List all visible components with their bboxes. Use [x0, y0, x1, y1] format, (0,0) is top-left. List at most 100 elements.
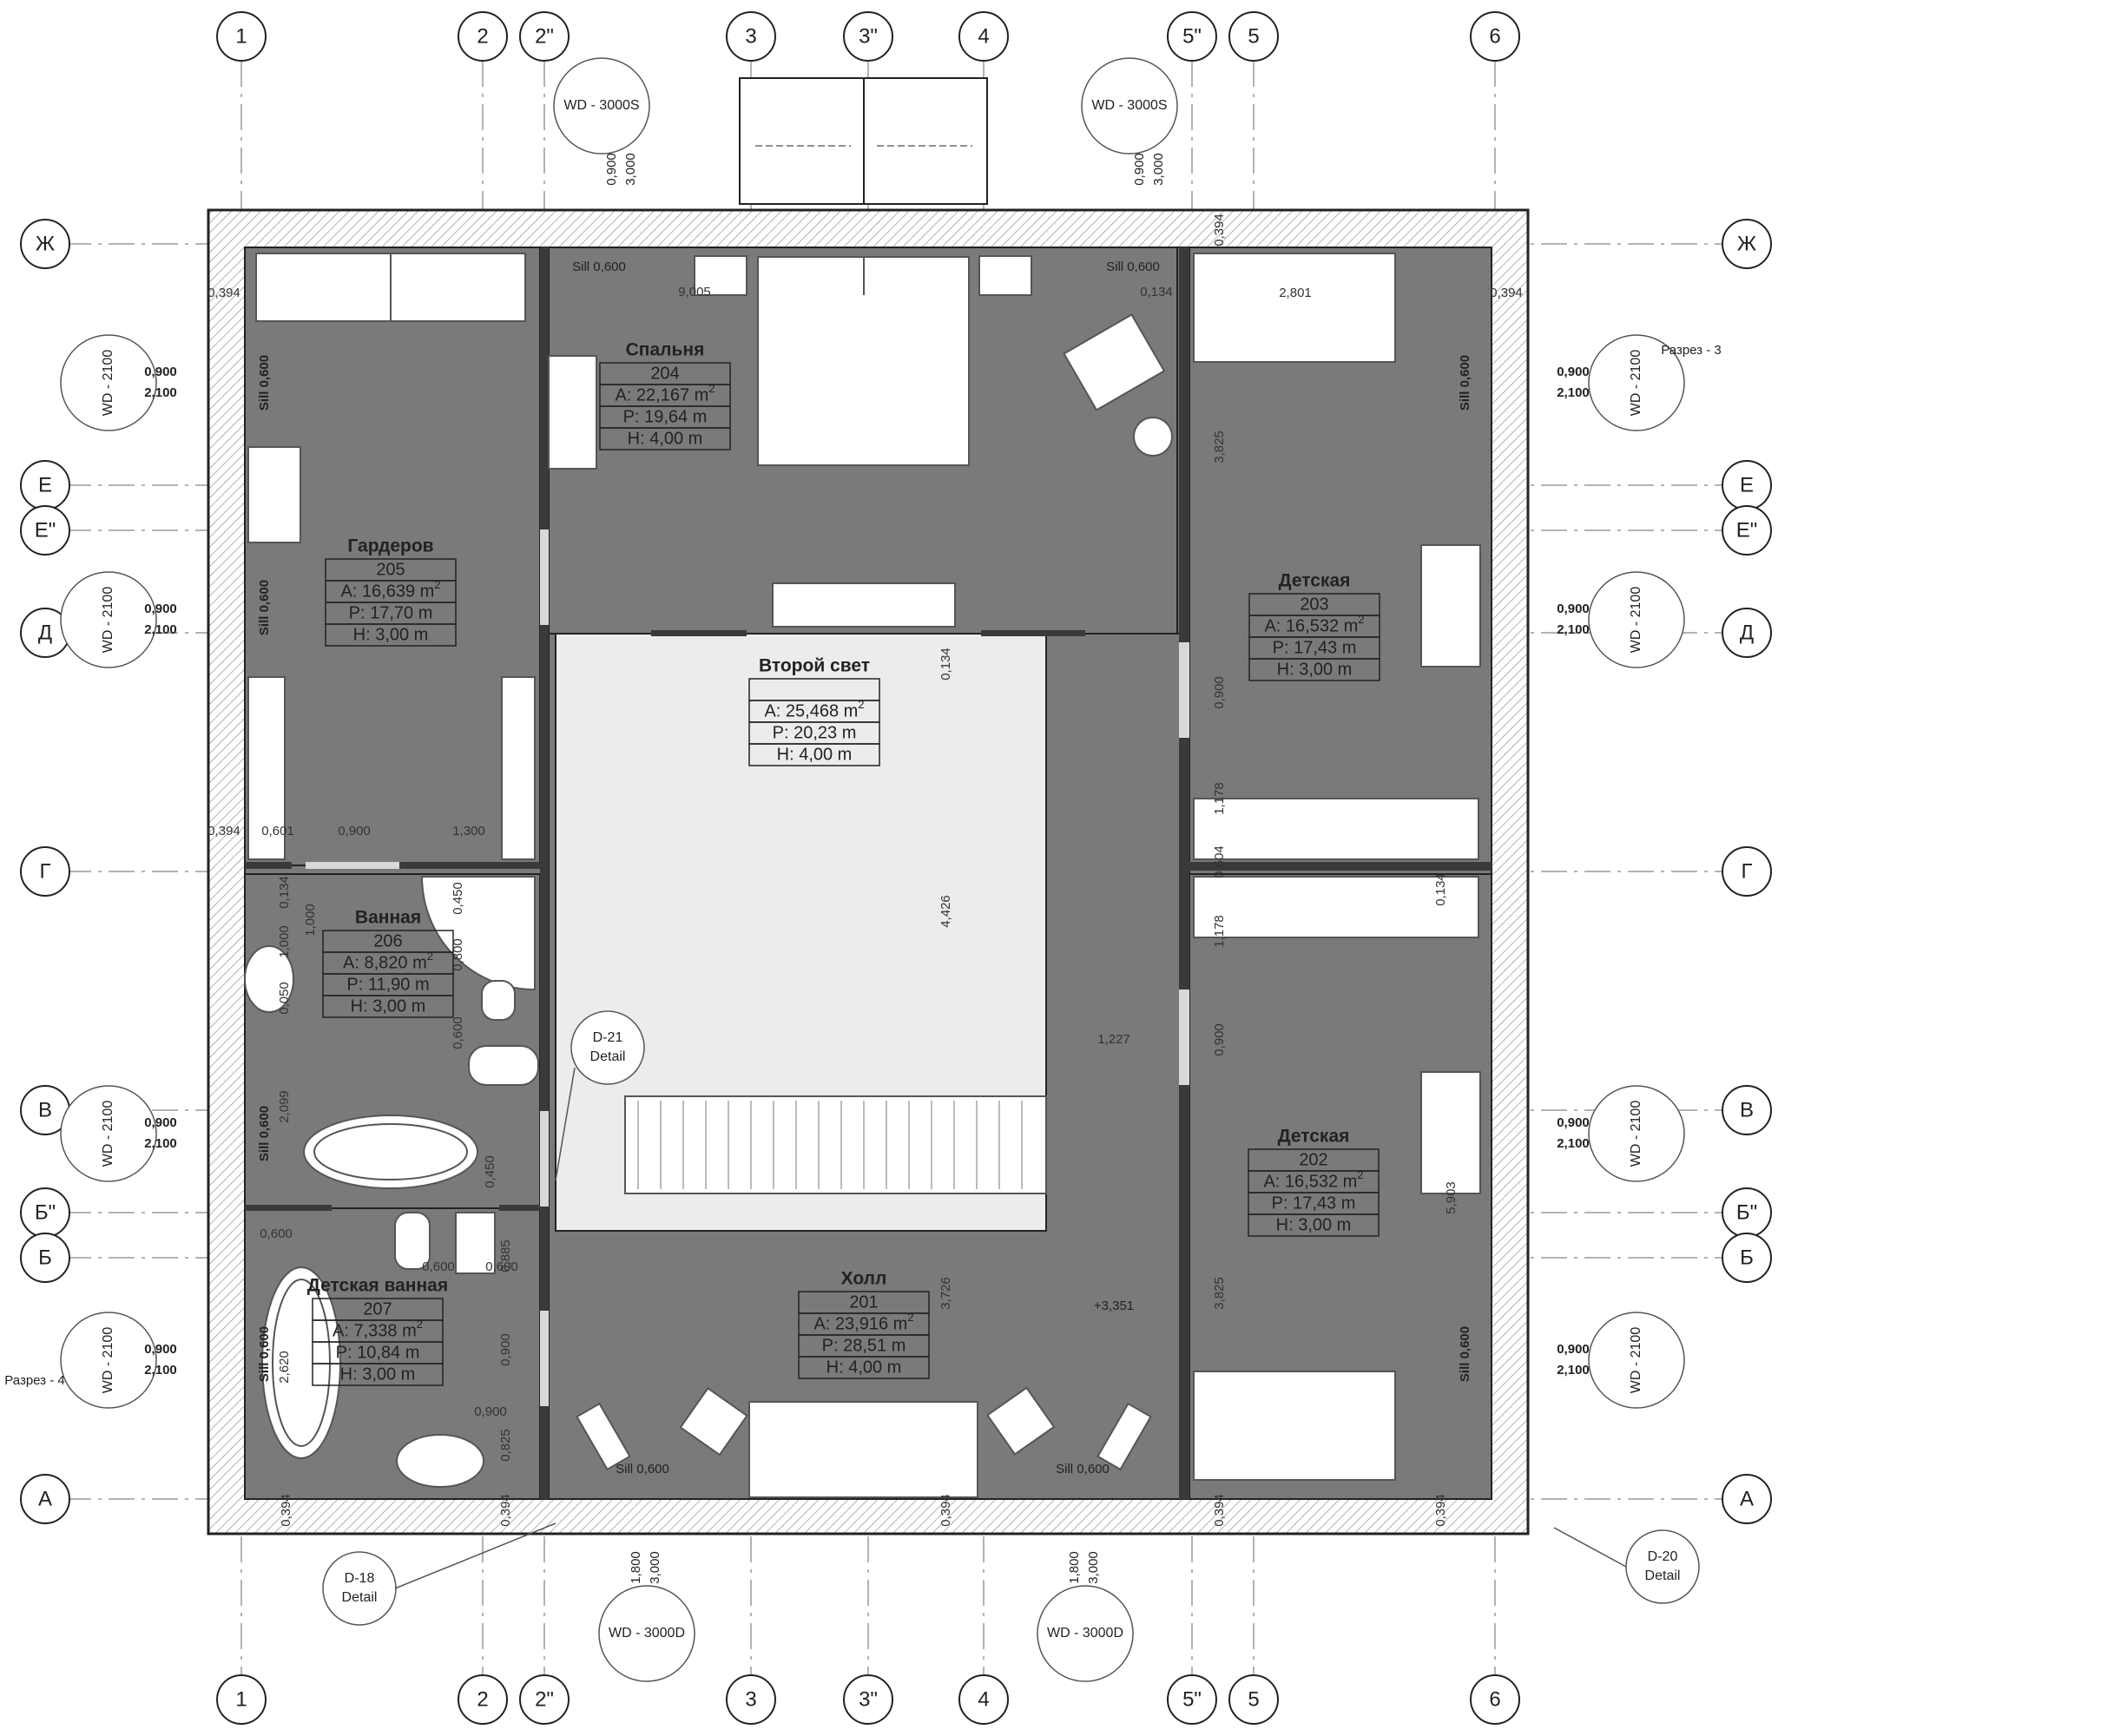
window-dim: 2,100	[144, 622, 177, 637]
dimension-text: 0,394	[207, 286, 240, 300]
toilet-206	[468, 1045, 539, 1086]
interior-walls	[245, 247, 1492, 1499]
tv-unit	[772, 582, 956, 628]
grid-bubble-left: Г	[40, 859, 51, 883]
room-table-text: P: 28,51 m	[822, 1336, 906, 1355]
hall-armchair-2	[986, 1386, 1056, 1456]
room-table-cell	[798, 1356, 930, 1379]
dimension-text: 3,825	[1212, 1277, 1227, 1310]
area-unit-sup: 2	[1358, 613, 1364, 626]
room-table-text: H: 3,00 m	[353, 625, 429, 644]
door-openings	[306, 529, 1189, 1406]
sill-label: Sill 0,600	[572, 260, 626, 274]
dimension-text: 0,900	[1212, 676, 1227, 709]
detail-callout-d20-text: Detail	[1645, 1568, 1681, 1583]
window-tag-right	[1588, 571, 1685, 668]
window-tag-left	[60, 571, 157, 668]
window-tag-left-text: WD - 2100	[101, 1101, 115, 1167]
grid-bubble-right: А	[1740, 1487, 1754, 1510]
sill-label: Sill 0,600	[616, 1462, 669, 1476]
dimension-text: 2,099	[277, 1090, 292, 1123]
side-table	[1133, 417, 1173, 457]
bed-203	[1193, 253, 1396, 363]
dimension-text: 0,134	[1140, 285, 1173, 299]
dimension-text: 0,900	[338, 824, 371, 838]
sill-label: Sill 0,600	[257, 580, 272, 635]
grid-bubble-top-circle	[1167, 11, 1217, 62]
bidet	[481, 980, 516, 1021]
level-mark: +3,351	[1094, 1299, 1134, 1313]
window-tag-bottom-left-text: WD - 3000D	[609, 1626, 685, 1641]
window-dim: 3,000	[648, 1551, 662, 1584]
window-dim: 0,900	[1557, 1342, 1590, 1357]
room-table-text: P: 20,23 m	[773, 723, 857, 742]
detail-callout-d18-text: Detail	[342, 1590, 378, 1605]
window-dim: 1,800	[629, 1551, 643, 1584]
window-tag-bottom-left	[598, 1585, 695, 1682]
dimension-text: 1,000	[277, 925, 292, 958]
window-dim: 2,100	[1557, 622, 1590, 637]
dimension-text: 2,801	[1279, 286, 1312, 300]
grid-bubble-bottom-circle	[519, 1674, 570, 1725]
room-name: Гардеров	[347, 536, 433, 556]
room-table-text: H: 4,00 m	[827, 1358, 902, 1377]
sill-label: Sill 0,600	[257, 1106, 272, 1161]
grid-bubble-left: Е"	[35, 518, 56, 542]
room-table-cell	[312, 1363, 444, 1386]
sill-label: Sill 0,600	[1056, 1462, 1110, 1476]
dimension-text: 1,178	[1212, 782, 1227, 815]
window-dim: 0,900	[1132, 153, 1147, 186]
room-table-text: 202	[1299, 1150, 1327, 1169]
room-table-text: 203	[1300, 595, 1328, 614]
bedroom-nightstand-left	[694, 255, 747, 296]
window-tag-right	[1588, 1312, 1685, 1409]
section-marker: Разрез - 3	[1661, 343, 1721, 358]
window-tag-left	[60, 1085, 157, 1182]
grid-bubble-top-circle	[726, 11, 776, 62]
room-table-text: 201	[849, 1292, 878, 1312]
grid-bubble-bottom: 4	[978, 1687, 989, 1711]
room-table-text: 204	[650, 364, 679, 383]
dimension-text: 4,426	[938, 895, 953, 928]
grid-bubble-right-circle	[1722, 219, 1772, 269]
grid-bubble-bottom-circle	[843, 1674, 893, 1725]
room-name: Спальня	[626, 340, 705, 360]
detail-callout-d21-text: D-21	[593, 1030, 623, 1045]
grid-bubble-bottom: 2"	[535, 1687, 554, 1711]
window-dim: 3,000	[1151, 153, 1166, 186]
window-tag-bottom-right	[1037, 1585, 1134, 1682]
grid-bubble-bottom: 1	[235, 1687, 247, 1711]
dimension-text: 0,134	[277, 876, 292, 909]
room-table-text: 207	[363, 1299, 392, 1318]
window-dim: 2,100	[1557, 385, 1590, 400]
window-tag-left-text: WD - 2100	[101, 587, 115, 654]
grid-bubble-bottom-circle	[1470, 1674, 1520, 1725]
desk-202	[1420, 1071, 1481, 1194]
dimension-text: 0,825	[498, 1429, 513, 1462]
grid-bubble-bottom: 3	[745, 1687, 756, 1711]
window-tag-left	[60, 334, 157, 431]
stair-treads	[637, 1101, 1023, 1189]
dimension-text: 0,900	[474, 1404, 507, 1419]
grid-bubble-bottom-circle	[1228, 1674, 1279, 1725]
dimension-text: 0,600	[451, 1016, 465, 1049]
window-dim: 0,900	[144, 1342, 177, 1357]
grid-bubble-top-circle	[216, 11, 267, 62]
dimension-text: 0,450	[483, 1155, 497, 1188]
window-tag-left-text: WD - 2100	[101, 350, 115, 417]
grid-bubble-left-circle	[20, 505, 70, 556]
grid-bubble-right-circle	[1722, 505, 1772, 556]
room-table-text: H: 3,00 m	[351, 996, 426, 1016]
grid-bubble-bottom: 5"	[1182, 1687, 1202, 1711]
grid-bubble-left-circle	[20, 1474, 70, 1524]
sill-label: Sill 0,600	[1458, 1326, 1472, 1382]
room-table-text: 206	[373, 931, 402, 950]
grid-bubble-bottom: 3"	[859, 1687, 878, 1711]
room-table-text: A: 16,532 m2	[1263, 1168, 1363, 1191]
grid-bubble-top: 5	[1248, 24, 1259, 48]
room-table-text: A: 25,468 m2	[764, 698, 864, 720]
grid-bubble-top: 5"	[1182, 24, 1202, 48]
dimension-text: 1,178	[1212, 915, 1227, 948]
